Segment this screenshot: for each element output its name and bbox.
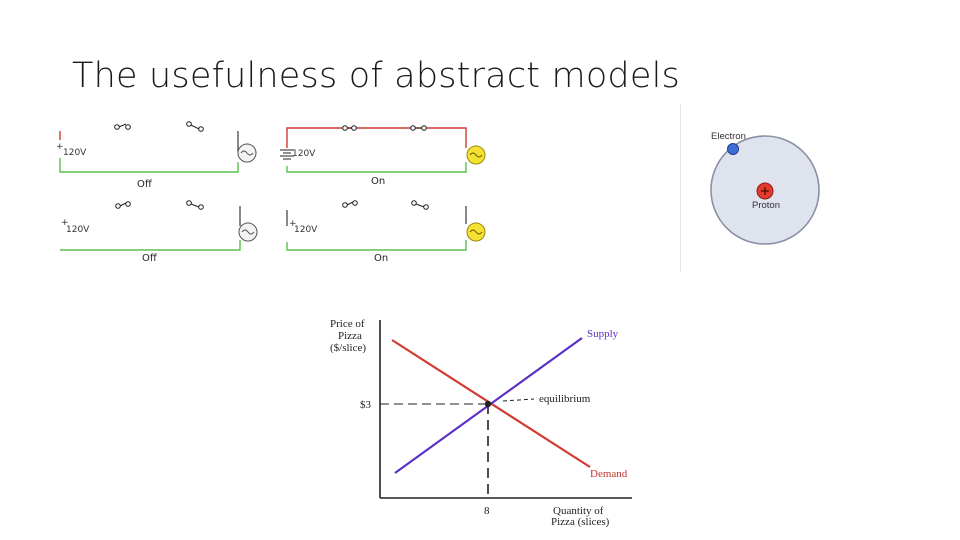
battery-label: 120V xyxy=(292,149,316,159)
switch-icon xyxy=(342,125,427,131)
circuit-panel-top-right: 120V On xyxy=(280,125,486,187)
svg-text:+: + xyxy=(289,219,297,229)
supply-label: Supply xyxy=(587,328,619,340)
circuit-panel-top-left: + 120V Off xyxy=(56,121,257,190)
battery-label: 120V xyxy=(294,225,318,235)
bulb-icon xyxy=(238,222,258,242)
bulb-icon xyxy=(237,143,257,163)
switch-icon xyxy=(342,200,429,210)
battery-label: 120V xyxy=(63,148,87,158)
neutral-wire xyxy=(286,240,467,251)
switch-icon xyxy=(114,121,204,132)
circuit-panel-bottom-left: + 120V Off xyxy=(60,200,258,264)
circuit-state-label: Off xyxy=(142,253,158,264)
equilibrium-pointer xyxy=(502,398,535,402)
svg-text:+: + xyxy=(56,142,64,152)
x-axis-label-line-2: Pizza (slices) xyxy=(551,516,610,528)
y-axis-label-line-1: Price of xyxy=(330,318,365,330)
neutral-wire xyxy=(60,240,241,251)
y-axis-label-line-3: ($/slice) xyxy=(330,342,366,354)
circuit-state-label: On xyxy=(371,176,385,187)
quantity-tick-label: 8 xyxy=(484,505,490,517)
proton-icon xyxy=(756,182,774,200)
price-tick-label: $3 xyxy=(360,399,372,411)
electron-icon xyxy=(727,143,739,155)
battery-label: 120V xyxy=(66,225,90,235)
y-axis-label-line-2: Pizza xyxy=(338,330,362,342)
electron-label: Electron xyxy=(711,131,746,142)
battery-icon xyxy=(280,149,294,160)
proton-label: Proton xyxy=(752,200,780,211)
circuit-state-label: Off xyxy=(137,179,153,190)
equilibrium-point xyxy=(484,400,492,408)
bulb-icon xyxy=(466,222,486,242)
equilibrium-label: equilibrium xyxy=(539,393,591,405)
neutral-wire xyxy=(59,158,239,173)
demand-label: Demand xyxy=(590,468,628,480)
neutral-wire xyxy=(286,162,467,173)
circuit-panel-bottom-right: + 120V On xyxy=(286,200,486,264)
circuit-state-label: On xyxy=(374,253,388,264)
svg-text:+: + xyxy=(61,218,69,228)
bulb-icon xyxy=(466,145,486,165)
supply-demand-diagram: Price of Pizza ($/slice) $3 8 Quantity o… xyxy=(330,318,632,528)
switch-icon xyxy=(115,200,204,210)
hot-wire xyxy=(286,127,467,148)
x-axis-label-line-1: Quantity of xyxy=(553,505,604,517)
atom-diagram: Electron Proton xyxy=(680,104,846,272)
slide-title: The usefulness of abstract models xyxy=(72,56,680,96)
